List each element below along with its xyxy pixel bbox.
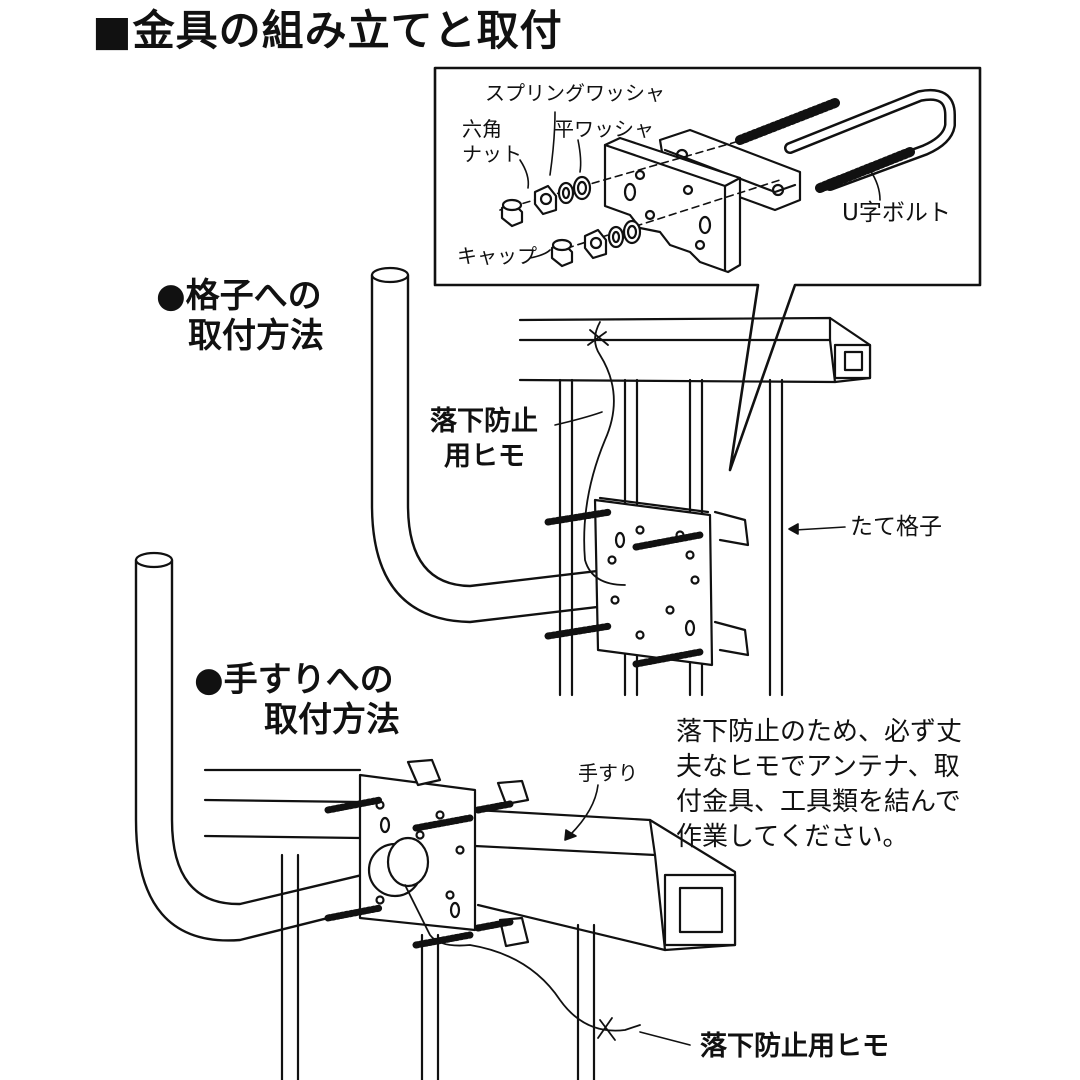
grid-heading-line2: 取付方法 xyxy=(188,316,324,356)
rail-heading-line2: 取付方法 xyxy=(264,700,400,740)
label-fall-cord-upper-line2: 用ヒモ xyxy=(444,441,525,472)
bolts-upper xyxy=(544,508,750,668)
fastener-parts xyxy=(500,175,642,268)
mount-plate-lower xyxy=(358,758,530,948)
inset-leader-lines xyxy=(519,111,881,259)
inset-box xyxy=(433,66,982,472)
antenna-pipe-lower xyxy=(134,551,402,942)
safety-note-line2: 夫なヒモでアンテナ、取 xyxy=(676,752,960,782)
label-hex-nut-line1: 六角 xyxy=(462,117,502,141)
label-flat-washer: 平ワッシャ xyxy=(554,117,654,141)
mount-plate-illustration xyxy=(603,136,742,274)
label-cap: キャップ xyxy=(457,244,537,268)
safety-note-line3: 付金具、工具類を結んで xyxy=(676,787,961,817)
u-bolt-illustration xyxy=(735,88,956,193)
grid-leader-lines xyxy=(554,411,846,535)
label-u-bolt: U字ボルト xyxy=(842,200,951,226)
label-handrail: 手すり xyxy=(578,761,638,785)
label-vertical-bar: たて格子 xyxy=(850,514,942,540)
bolts-lower xyxy=(324,796,514,949)
fall-cord-lower xyxy=(404,884,641,1041)
rail-leader-lines xyxy=(564,784,691,1046)
grid-heading-line1: ●格子への xyxy=(156,276,322,316)
label-fall-cord-lower: 落下防止用ヒモ xyxy=(700,1031,889,1062)
label-fall-cord-upper-line1: 落下防止 xyxy=(430,406,538,437)
safety-note-line4: 作業してください。 xyxy=(676,822,909,852)
fall-cord-upper xyxy=(583,321,626,586)
page-title: ■金具の組み立てと取付 xyxy=(92,6,563,55)
safety-note-line1: 落下防止のため、必ず丈 xyxy=(676,717,963,747)
label-hex-nut-line2: ナット xyxy=(462,142,522,166)
label-spring-washer: スプリングワッシャ xyxy=(485,81,665,105)
rail-heading-line1: ●手すりへの xyxy=(194,660,394,700)
mount-plate-upper xyxy=(593,496,714,667)
handrail-structure xyxy=(203,768,737,1080)
